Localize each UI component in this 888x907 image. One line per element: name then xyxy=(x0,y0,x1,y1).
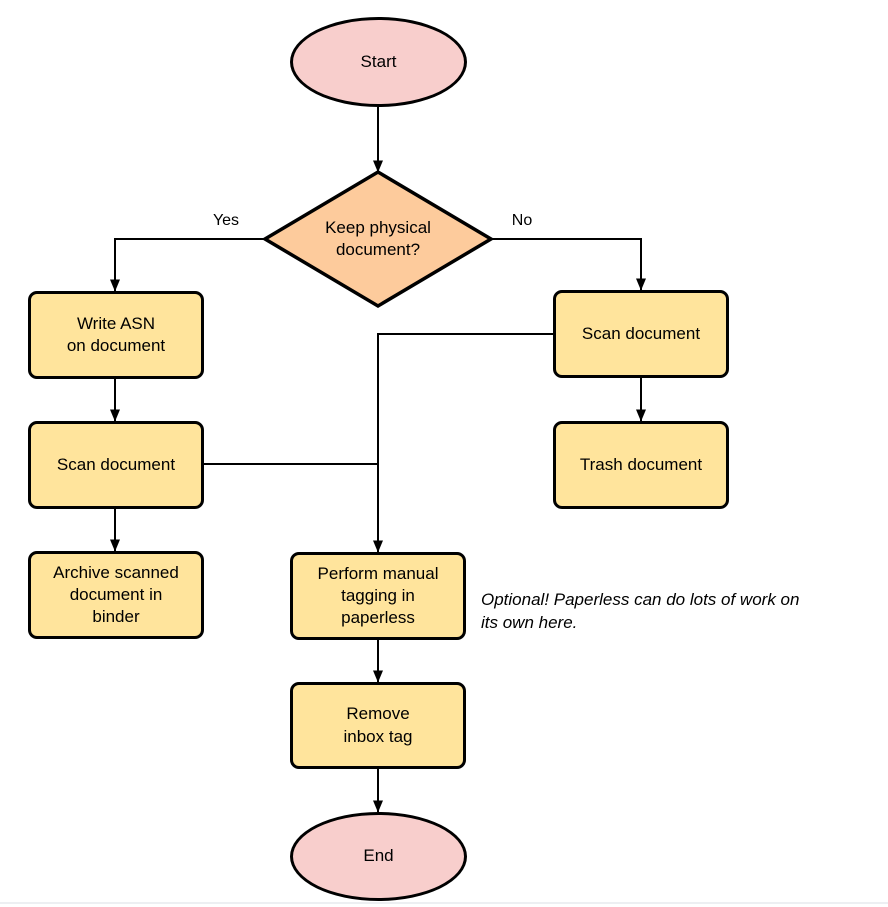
node-scan-document-right: Scan document xyxy=(553,290,729,378)
decision-diamond-shape xyxy=(261,169,495,309)
node-end: End xyxy=(290,812,467,901)
edge-decision-no-to-scan-right xyxy=(491,238,646,291)
node-start-label: Start xyxy=(360,51,397,71)
node-trash-document-label: Trash document xyxy=(579,454,703,474)
node-scan-document-left-label: Scan document xyxy=(56,454,176,474)
edge-decision-yes-to-write-asn xyxy=(110,238,265,292)
annotation-optional-note: Optional! Paperless can do lots of work … xyxy=(481,590,800,632)
node-remove-inbox-tag: Remove inbox tag xyxy=(290,682,466,769)
node-manual-tagging-label: Perform manual tagging in paperless xyxy=(317,563,439,628)
edge-label-no: No xyxy=(511,212,533,229)
bottom-divider xyxy=(0,902,888,904)
node-archive-scanned: Archive scanned document in binder xyxy=(28,551,204,639)
edge-scan-right-to-tagging xyxy=(373,333,553,553)
node-manual-tagging: Perform manual tagging in paperless xyxy=(290,552,466,640)
node-decision-label: Keep physical document? xyxy=(325,217,431,259)
node-write-asn: Write ASN on document xyxy=(28,291,204,379)
node-start: Start xyxy=(290,17,467,107)
node-scan-document-left: Scan document xyxy=(28,421,204,509)
node-archive-scanned-label: Archive scanned document in binder xyxy=(53,562,179,627)
node-end-label: End xyxy=(363,846,394,866)
node-write-asn-label: Write ASN on document xyxy=(66,313,166,355)
node-trash-document: Trash document xyxy=(553,421,729,509)
node-remove-inbox-tag-label: Remove inbox tag xyxy=(343,704,413,746)
node-scan-document-right-label: Scan document xyxy=(581,323,701,343)
edge-label-yes: Yes xyxy=(212,212,240,229)
